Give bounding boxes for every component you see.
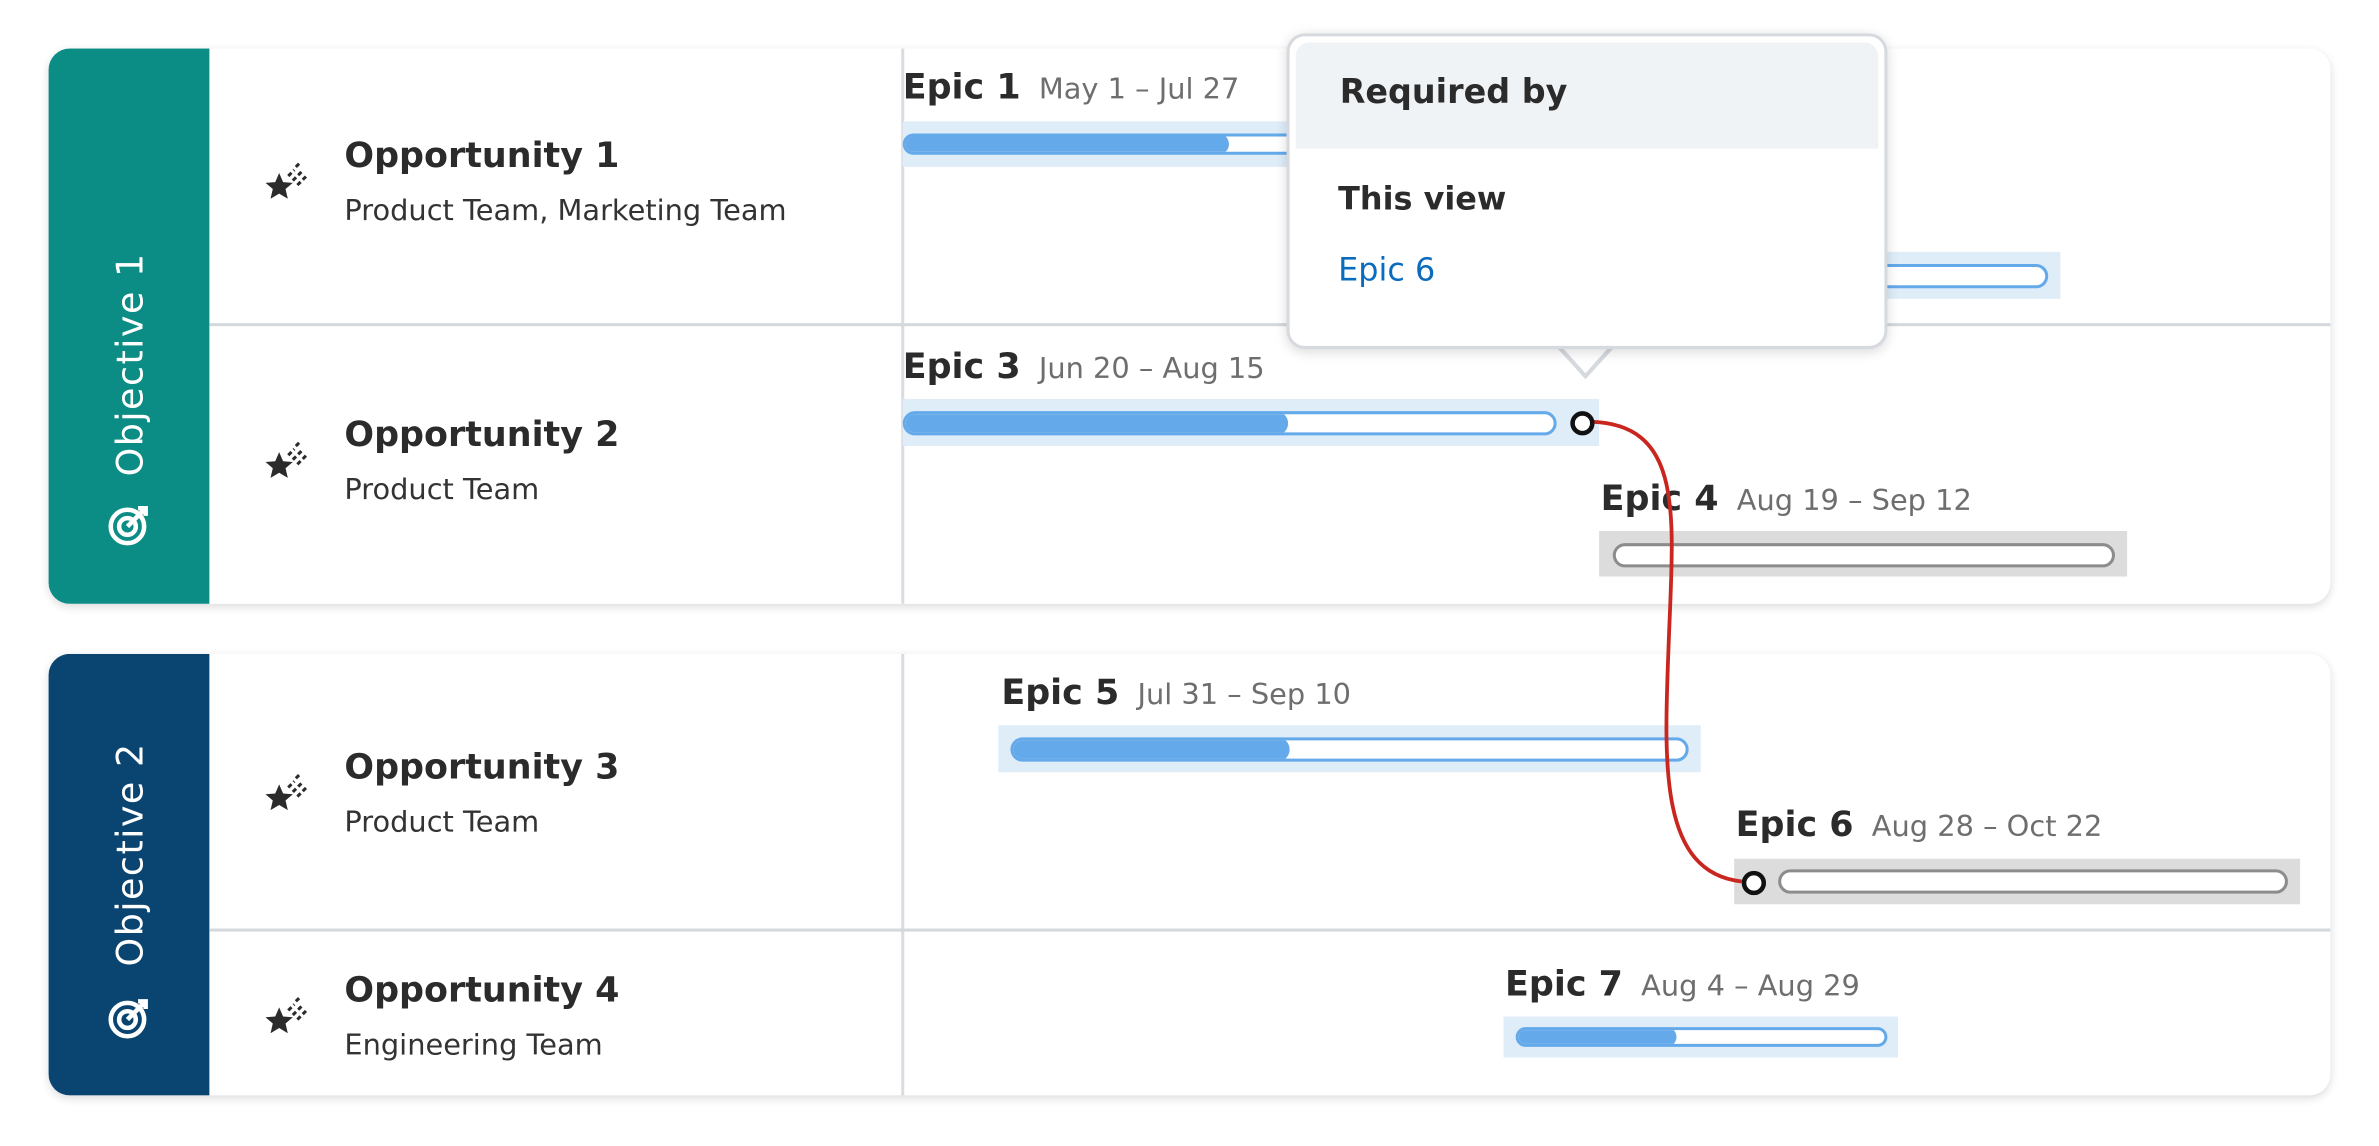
opportunity-teams: Product Team <box>344 805 540 840</box>
epic-6-label[interactable]: Epic 6 Aug 28 – Oct 22 <box>1736 806 2103 845</box>
progress-fill <box>905 414 1288 433</box>
epic-7-progress <box>1515 1027 1888 1047</box>
progress-fill <box>1013 740 1290 759</box>
progress-fill <box>905 136 1229 152</box>
objective-label: Objective 1 <box>109 252 152 477</box>
shooting-star-icon <box>265 772 308 811</box>
epic-name: Epic 1 <box>902 68 1021 108</box>
epic-name: Epic 5 <box>1001 673 1120 714</box>
epic-dates: Jun 20 – Aug 15 <box>1038 351 1265 386</box>
opportunity-title: Opportunity 4 <box>344 971 620 1011</box>
opportunity-teams: Product Team, Marketing Team <box>344 194 787 228</box>
opportunity-title: Opportunity 3 <box>344 747 620 788</box>
epic-name: Epic 4 <box>1600 479 1719 519</box>
progress-fill <box>1518 1030 1676 1044</box>
popover-header: Required by <box>1295 42 1879 149</box>
epic-3-progress <box>902 411 1557 436</box>
objective-band-2[interactable]: Objective 2 <box>48 653 210 1096</box>
popover-arrow <box>1556 344 1615 380</box>
epic-name: Epic 6 <box>1735 805 1854 846</box>
popover-link-epic-6[interactable]: Epic 6 <box>1338 251 1436 289</box>
epic-5-label[interactable]: Epic 5 Jul 31 – Sep 10 <box>1001 674 1351 713</box>
epic-1-progress <box>902 133 1313 155</box>
objective-label: Objective 2 <box>109 742 152 967</box>
shooting-star-icon <box>265 161 308 199</box>
opportunity-title: Opportunity 1 <box>344 136 620 176</box>
dependency-handle-start[interactable] <box>1570 411 1595 436</box>
epic-4-progress <box>1612 543 2115 568</box>
opportunity-teams: Product Team <box>344 473 540 507</box>
epic-dates: Aug 4 – Aug 29 <box>1641 969 1860 1003</box>
shooting-star-icon <box>265 440 308 478</box>
epic-3-label[interactable]: Epic 3 Jun 20 – Aug 15 <box>903 347 1265 386</box>
epic-7-label[interactable]: Epic 7 Aug 4 – Aug 29 <box>1505 965 1860 1004</box>
epic-1-label[interactable]: Epic 1 May 1 – Jul 27 <box>903 68 1240 107</box>
row-divider <box>209 323 2331 327</box>
opportunity-teams: Engineering Team <box>344 1028 603 1063</box>
shooting-star-icon <box>265 995 308 1034</box>
epic-dates: Aug 28 – Oct 22 <box>1871 810 2103 844</box>
epic-name: Epic 7 <box>1505 964 1623 1005</box>
dependency-handle-end[interactable] <box>1741 870 1767 896</box>
required-by-popover: Required by This view Epic 6 <box>1286 33 1888 349</box>
epic-5-progress <box>1010 737 1689 762</box>
epic-name: Epic 3 <box>902 347 1021 387</box>
opportunity-title: Opportunity 2 <box>344 415 620 456</box>
popover-title: Required by <box>1339 74 1568 113</box>
epic-dates: Aug 19 – Sep 12 <box>1736 483 1972 518</box>
row-divider <box>209 928 2331 932</box>
epic-dates: Jul 31 – Sep 10 <box>1137 678 1352 712</box>
popover-section-title: This view <box>1338 180 1507 217</box>
column-divider <box>901 653 905 1096</box>
epic-dates: May 1 – Jul 27 <box>1038 72 1240 107</box>
target-icon <box>108 505 148 546</box>
objective-band-1[interactable]: Objective 1 <box>48 48 210 604</box>
target-icon <box>108 999 148 1039</box>
epic-4-label[interactable]: Epic 4 Aug 19 – Sep 12 <box>1601 479 1972 518</box>
epic-6-progress <box>1778 869 2288 894</box>
